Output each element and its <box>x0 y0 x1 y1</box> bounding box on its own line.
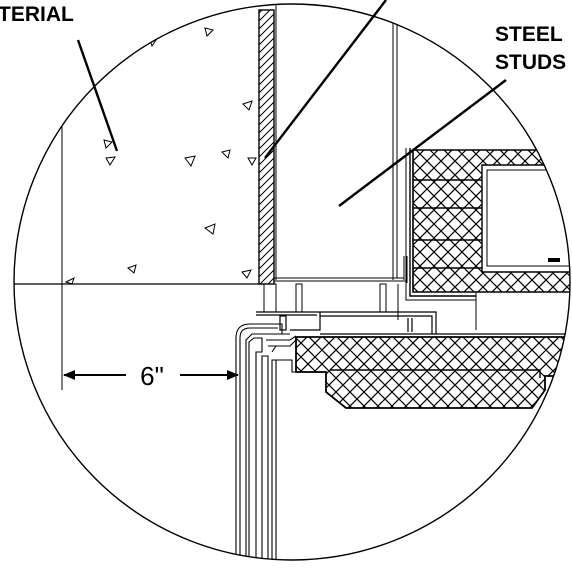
leader-sheathing <box>264 0 387 159</box>
steel-track-flashing <box>256 311 570 335</box>
concrete-material-block <box>14 27 262 285</box>
dimension-label: 6" <box>140 361 164 391</box>
insulation-panel-upper <box>405 148 570 330</box>
detail-circle-outline <box>13 3 571 561</box>
material-label: TERIAL <box>0 3 74 26</box>
dimension-6in: 6" <box>63 361 239 391</box>
window-frame-jamb <box>235 323 297 560</box>
insulation-panel-lower <box>295 336 570 409</box>
steel-studs-label-line2: STUDS <box>495 51 566 74</box>
leader-steel-studs <box>338 79 507 207</box>
leader-lines <box>76 0 507 207</box>
aggregate-marks <box>64 27 257 285</box>
sheathing-board <box>258 9 275 285</box>
steel-stud-cavity <box>274 4 408 283</box>
steel-studs-label-line1: STEEL <box>495 23 563 46</box>
leader-material <box>76 39 119 152</box>
